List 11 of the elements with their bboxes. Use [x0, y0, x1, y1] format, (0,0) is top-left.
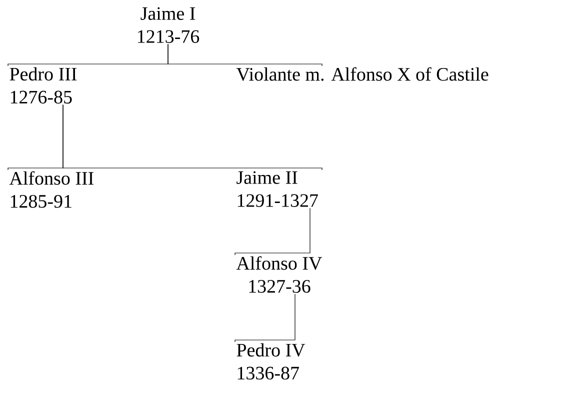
name-text: Jaime I 1213-76 [138, 7, 200, 43]
name-text: Alfonso IV 1327-36 [236, 256, 322, 293]
tree-line [62, 104, 322, 170]
tree-line [234, 294, 296, 342]
name-text: Alfonso III 1285-91 [9, 171, 94, 208]
name-text: Jaime II 1291-1327 [236, 171, 318, 207]
tree-line [168, 44, 322, 66]
name-text: Pedro III 1276-85 [10, 67, 77, 104]
name-text: Violante m. Alfonso X of Castile [236, 67, 488, 81]
tree-line [234, 208, 310, 256]
name-text: Pedro IV 1336-87 [236, 343, 306, 380]
